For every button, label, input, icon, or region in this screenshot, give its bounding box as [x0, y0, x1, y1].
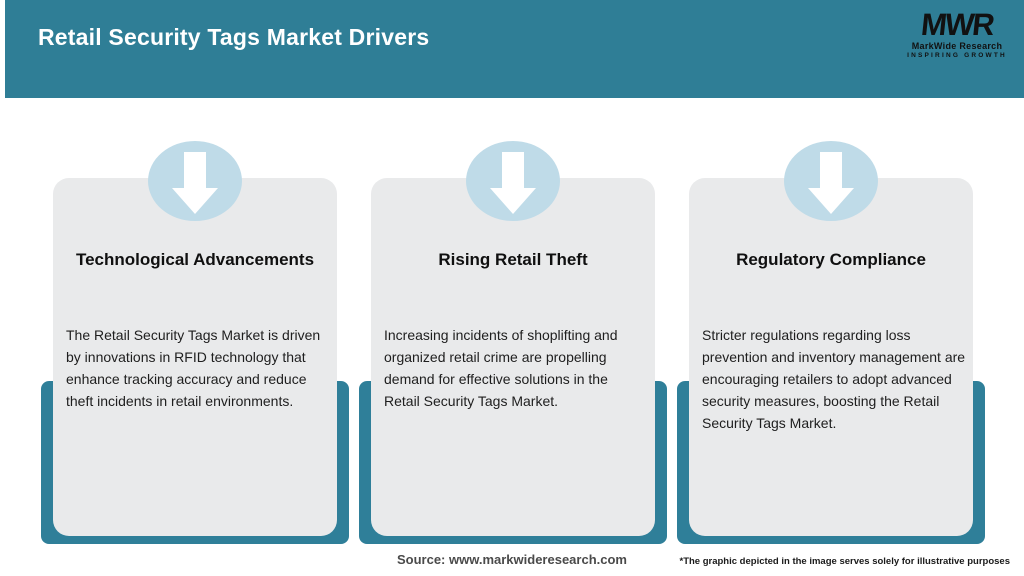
card-regulatory-compliance: Regulatory Compliance Stricter regulatio… [689, 178, 973, 536]
down-arrow-icon [148, 141, 242, 221]
logo-name: MarkWide Research [911, 41, 1003, 51]
brand-logo: MWR MarkWide Research INSPIRING GROWTH [902, 7, 1012, 60]
card-technological-advancements: Technological Advancements The Retail Se… [53, 178, 337, 536]
logo-tagline: INSPIRING GROWTH [907, 52, 1007, 59]
disclaimer-text: *The graphic depicted in the image serve… [679, 556, 1011, 567]
card-body: Increasing incidents of shoplifting and … [384, 327, 618, 409]
card-body: Stricter regulations regarding loss prev… [702, 327, 966, 431]
card-title: Technological Advancements [75, 250, 315, 269]
page-title: Retail Security Tags Market Drivers [38, 24, 430, 50]
down-arrow-icon [466, 141, 560, 221]
logo-monogram: MWR [919, 7, 995, 42]
down-arrow-icon [784, 141, 878, 221]
header-bar: Retail Security Tags Market Drivers MWR … [5, 0, 1024, 98]
card-body: The Retail Security Tags Market is drive… [66, 327, 321, 409]
card-title: Rising Retail Theft [438, 250, 588, 269]
card-rising-retail-theft: Rising Retail Theft Increasing incidents… [371, 178, 655, 536]
card-title: Regulatory Compliance [736, 250, 926, 269]
